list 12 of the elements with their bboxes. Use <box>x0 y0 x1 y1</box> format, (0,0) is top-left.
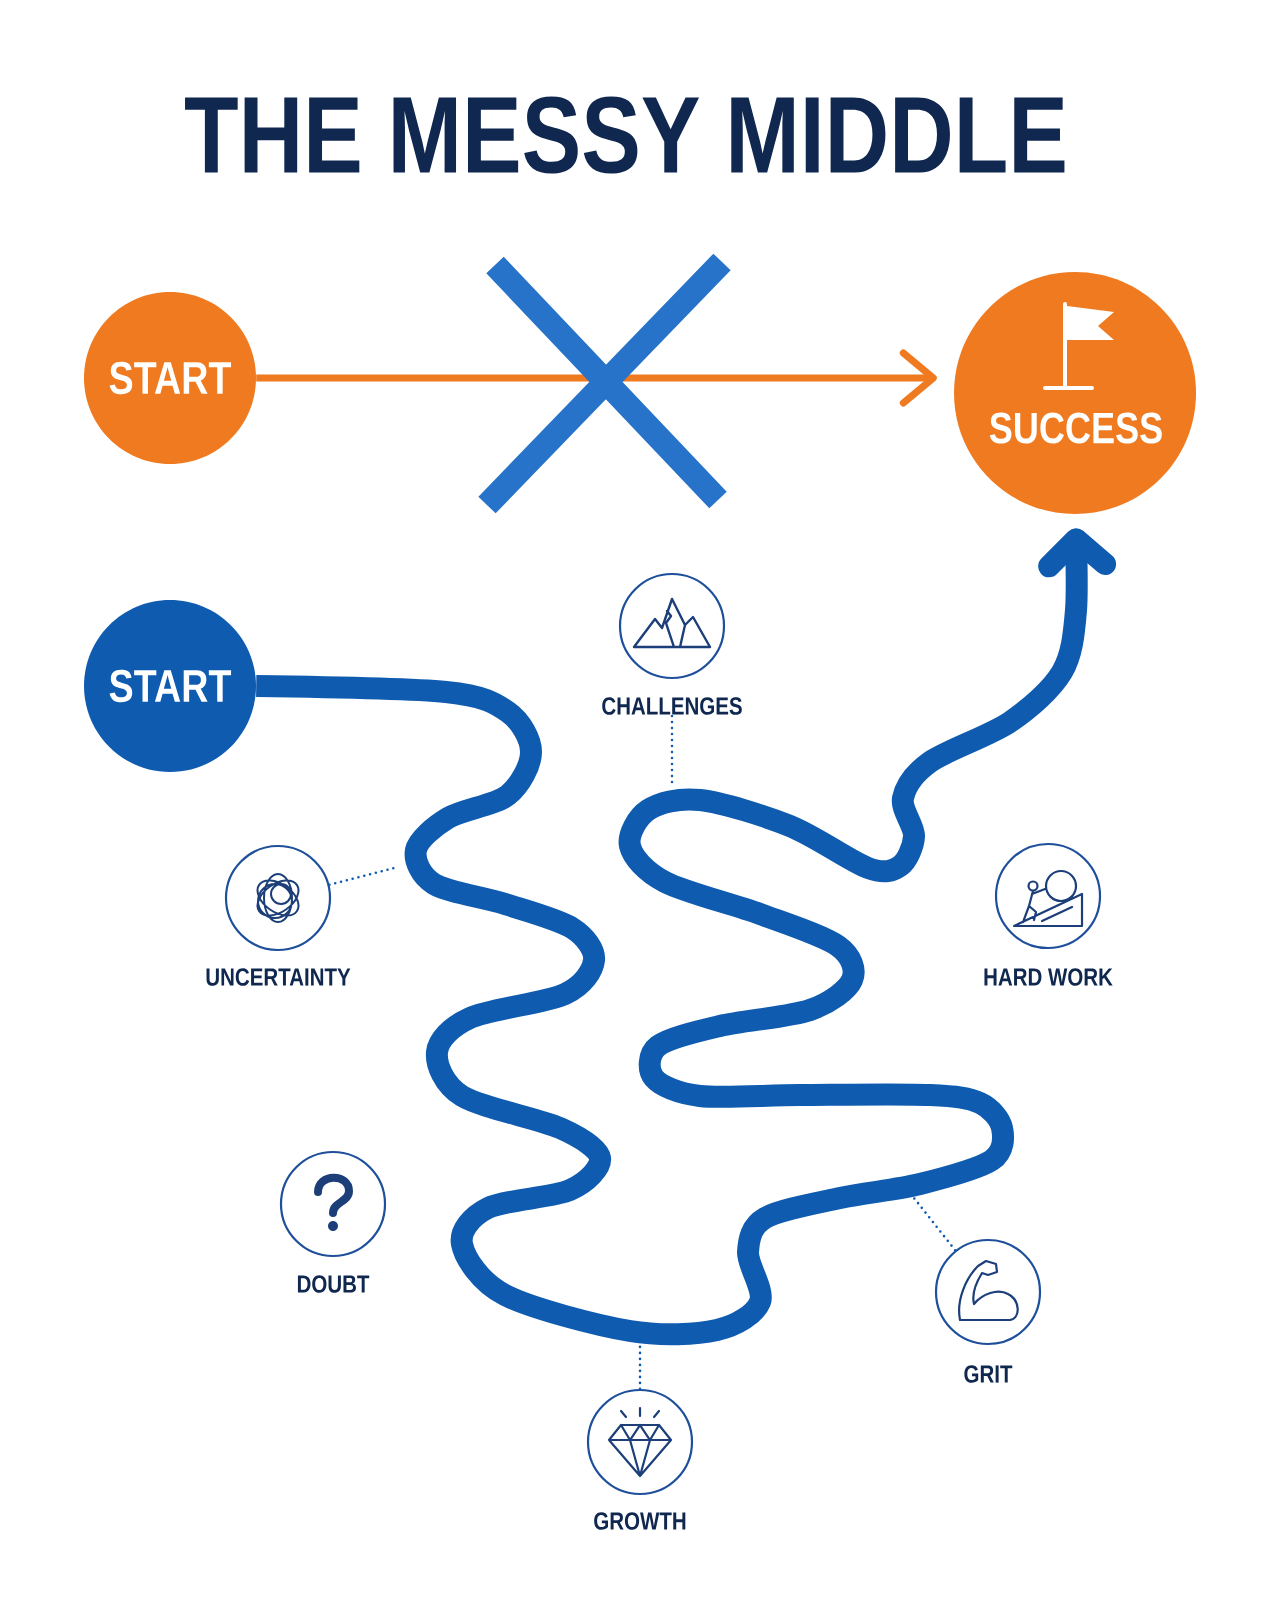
icon-label: GROWTH <box>594 1512 686 1530</box>
icon-label: DOUBT <box>297 1275 370 1293</box>
leader-line <box>670 714 674 786</box>
leader-line <box>912 1196 957 1252</box>
leader-line <box>638 1344 642 1391</box>
icon-label: CHALLENGES <box>602 697 742 715</box>
winding-arrow <box>256 528 1117 1346</box>
leader-line <box>328 866 396 886</box>
icon-label: HARD WORK <box>984 968 1113 986</box>
title: THE MESSY MIDDLE <box>185 96 1065 174</box>
icon-label: GRIT <box>964 1365 1013 1383</box>
icon-label: UNCERTAINTY <box>206 968 351 986</box>
